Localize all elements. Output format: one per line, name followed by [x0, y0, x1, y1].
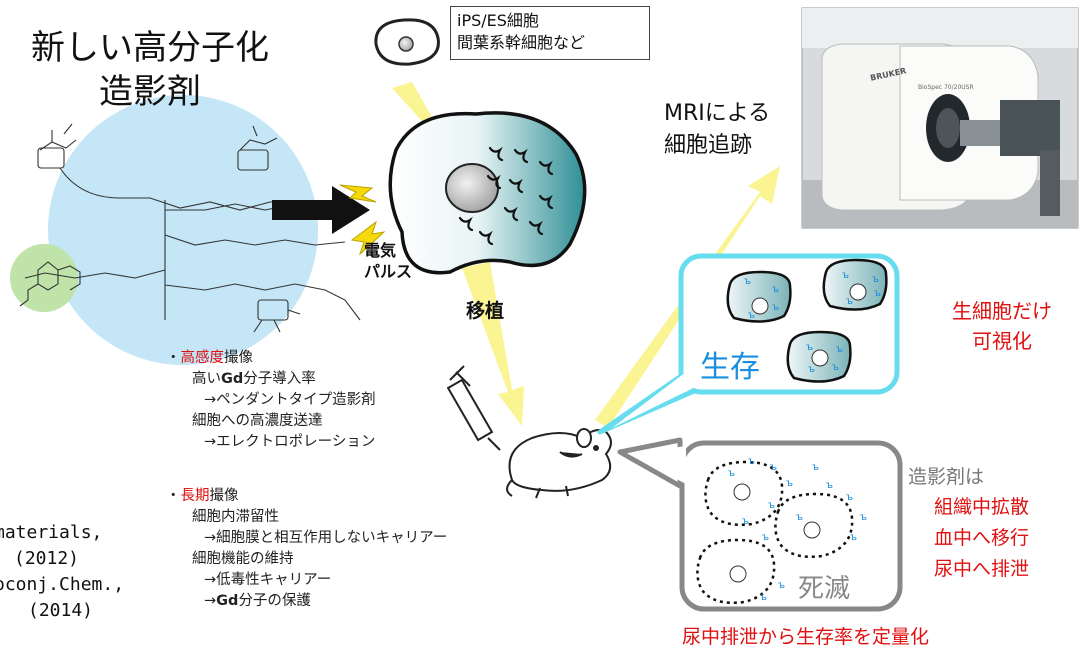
title-line2: 造影剤 — [99, 72, 201, 112]
death-label: 死滅 — [798, 574, 851, 604]
mri-tracking-line2: 細胞追跡 — [664, 133, 753, 158]
sensitivity-heading: ・高感度撮像 — [166, 350, 253, 366]
arrow-transplant — [462, 262, 524, 426]
source-cell — [374, 18, 440, 66]
reference-line: oconj.Chem., — [0, 574, 125, 595]
survive-note-line2: 可視化 — [972, 329, 1032, 353]
reference-line: materials, — [0, 522, 103, 543]
svg-text:ъ: ъ — [742, 516, 749, 527]
svg-text:ъ: ъ — [770, 462, 777, 473]
svg-text:ъ: ъ — [786, 478, 793, 489]
svg-text:ъ: ъ — [768, 500, 775, 511]
contrast-fate-list: 組織中拡散 血中へ移行 尿中へ排泄 — [934, 492, 1029, 585]
mri-photo — [801, 7, 1079, 229]
svg-text:ъ: ъ — [748, 456, 755, 467]
sensitivity-item: 高いGd分子導入率 — [192, 371, 316, 387]
longterm-item: →低毒性キャリアー — [204, 572, 332, 588]
cell-source-box: iPS/ES細胞 間葉系幹細胞など — [450, 6, 650, 60]
mri-tracking-line1: MRIによる — [664, 101, 771, 126]
reference-line: (2014) — [28, 600, 94, 621]
survive-note: 生細胞だけ 可視化 — [932, 296, 1072, 356]
syringe-icon — [446, 365, 501, 451]
svg-text:ъ: ъ — [744, 276, 751, 287]
svg-text:ъ: ъ — [808, 364, 815, 375]
svg-text:ъ: ъ — [850, 532, 857, 543]
labeled-cell — [388, 111, 587, 275]
longterm-section: ・長期撮像 細胞内滞留性 →細胞膜と相互作用しないキャリアー 細胞機能の維持 →… — [166, 486, 447, 612]
longterm-item: →細胞膜と相互作用しないキャリアー — [204, 530, 448, 546]
svg-text:ъ: ъ — [772, 302, 779, 313]
longterm-item: →Gd分子の保護 — [204, 593, 311, 609]
mouse-icon — [506, 428, 612, 499]
longterm-heading: ・長期撮像 — [166, 488, 239, 504]
transplant-label: 移植 — [466, 300, 505, 322]
contrast-fate-item: 血中へ移行 — [934, 527, 1030, 549]
svg-text:ъ: ъ — [728, 468, 735, 479]
svg-text:ъ: ъ — [874, 288, 881, 299]
svg-text:ъ: ъ — [836, 344, 843, 355]
title-line1: 新しい高分子化 — [31, 28, 269, 68]
svg-text:ъ: ъ — [812, 462, 819, 473]
contrast-fate-item: 尿中へ排泄 — [934, 558, 1030, 580]
page-title: 新しい高分子化 造影剤 — [22, 26, 278, 114]
sensitivity-section: ・高感度撮像 高いGd分子導入率 →ペンダントタイプ造影剤 細胞への高濃度送達 … — [166, 348, 376, 453]
svg-text:ъ: ъ — [762, 532, 769, 543]
sensitivity-item: →ペンダントタイプ造影剤 — [204, 392, 376, 408]
sensitivity-item: 細胞への高濃度送達 — [192, 413, 323, 429]
svg-text:ъ: ъ — [846, 492, 853, 503]
cell-source-line2: 間葉系幹細胞など — [457, 33, 586, 52]
sensitivity-highlight: 高感度 — [180, 350, 225, 366]
electric-pulse-label: 電気 パルス — [364, 240, 412, 282]
lightning-icon — [339, 184, 377, 203]
longterm-item: 細胞内滞留性 — [192, 509, 279, 525]
svg-text:ъ: ъ — [796, 512, 803, 523]
survive-label: 生存 — [700, 350, 760, 385]
lightning-icon — [350, 220, 386, 256]
svg-text:ъ: ъ — [748, 310, 755, 321]
svg-text:ъ: ъ — [832, 362, 839, 373]
svg-text:ъ: ъ — [806, 342, 813, 353]
svg-text:ъ: ъ — [860, 512, 867, 523]
sensitivity-item: →エレクトロポレーション — [204, 434, 376, 450]
svg-text:ъ: ъ — [772, 284, 779, 295]
references: materials, (2012) oconj.Chem., (2014) — [0, 520, 124, 624]
mri-model: BioSpec 70/20USR — [918, 84, 974, 91]
quantify-caption: 尿中排泄から生存率を定量化 — [682, 626, 930, 648]
contrast-fate-item: 組織中拡散 — [934, 496, 1030, 518]
longterm-highlight: 長期 — [180, 488, 210, 504]
svg-text:ъ: ъ — [826, 480, 833, 491]
survive-callout — [597, 253, 900, 435]
longterm-item: 細胞機能の維持 — [192, 551, 294, 567]
svg-text:ъ: ъ — [778, 580, 785, 591]
black-arrow — [272, 186, 370, 234]
survive-note-line1: 生細胞だけ — [952, 299, 1052, 323]
svg-text:ъ: ъ — [842, 270, 849, 281]
electric-pulse-line1: 電気 — [364, 241, 397, 260]
reference-line: (2012) — [14, 548, 80, 569]
mri-tracking-label: MRIによる 細胞追跡 — [664, 98, 770, 162]
electric-pulse-line2: パルス — [364, 262, 413, 281]
contrast-fate-heading: 造影剤は — [908, 466, 985, 488]
svg-text:ъ: ъ — [846, 296, 853, 307]
cell-source-line1: iPS/ES細胞 — [457, 11, 539, 30]
death-callout — [617, 437, 903, 612]
svg-text:ъ: ъ — [760, 592, 767, 603]
polymer-structure — [10, 95, 361, 365]
svg-text:ъ: ъ — [872, 274, 879, 285]
